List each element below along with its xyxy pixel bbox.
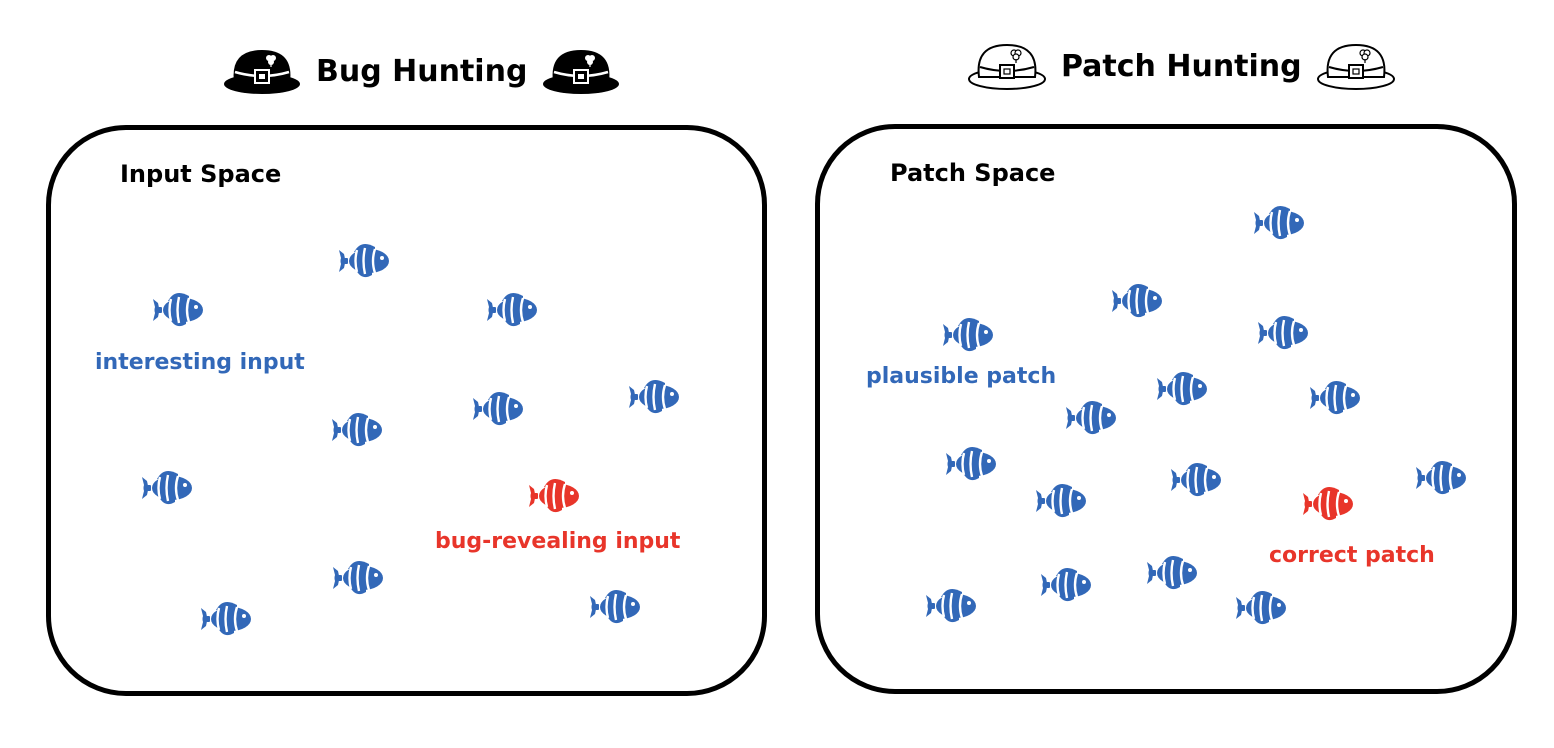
leprechaun-hat-icon xyxy=(967,41,1047,91)
clownfish-icon xyxy=(1155,369,1215,409)
patch-hunting-heading: Patch Hunting xyxy=(967,31,1396,101)
clownfish-icon xyxy=(330,410,390,450)
input-space-panel: Input Space interesting input bug-reveal… xyxy=(46,125,767,696)
clownfish-icon xyxy=(588,587,648,627)
clownfish-icon xyxy=(337,241,397,281)
input-space-title: Input Space xyxy=(120,160,282,188)
clownfish-icon xyxy=(485,290,545,330)
patch-hunting-title: Patch Hunting xyxy=(1061,48,1302,84)
clownfish-icon xyxy=(941,315,1001,355)
clownfish-icon xyxy=(331,558,391,598)
leprechaun-hat-icon xyxy=(541,46,621,96)
clownfish-icon xyxy=(944,444,1004,484)
clownfish-icon xyxy=(1414,458,1474,498)
clownfish-icon xyxy=(1145,553,1205,593)
leprechaun-hat-icon xyxy=(222,46,302,96)
patch-space-title: Patch Space xyxy=(890,159,1056,187)
interesting-input-label: interesting input xyxy=(95,350,305,375)
clownfish-icon xyxy=(924,586,984,626)
clownfish-icon xyxy=(1039,565,1099,605)
clownfish-icon xyxy=(1064,398,1124,438)
clownfish-icon xyxy=(1034,481,1094,521)
bug-hunting-heading: Bug Hunting xyxy=(222,36,621,106)
clownfish-icon xyxy=(1234,588,1294,628)
correct-patch-label: correct patch xyxy=(1269,543,1435,568)
bug-hunting-title: Bug Hunting xyxy=(316,53,528,89)
clownfish-icon xyxy=(527,476,587,516)
leprechaun-hat-icon xyxy=(1316,41,1396,91)
clownfish-icon xyxy=(1110,281,1170,321)
clownfish-icon xyxy=(199,599,259,639)
clownfish-icon xyxy=(471,389,531,429)
bug-revealing-input-label: bug-revealing input xyxy=(435,529,681,554)
plausible-patch-label: plausible patch xyxy=(866,364,1057,389)
clownfish-icon xyxy=(1308,378,1368,418)
clownfish-icon xyxy=(1256,313,1316,353)
patch-space-panel: Patch Space plausible patch correct patc… xyxy=(815,124,1517,694)
clownfish-icon xyxy=(140,468,200,508)
clownfish-icon xyxy=(627,377,687,417)
clownfish-icon xyxy=(1301,484,1361,524)
clownfish-icon xyxy=(1252,203,1312,243)
clownfish-icon xyxy=(1169,460,1229,500)
clownfish-icon xyxy=(151,290,211,330)
